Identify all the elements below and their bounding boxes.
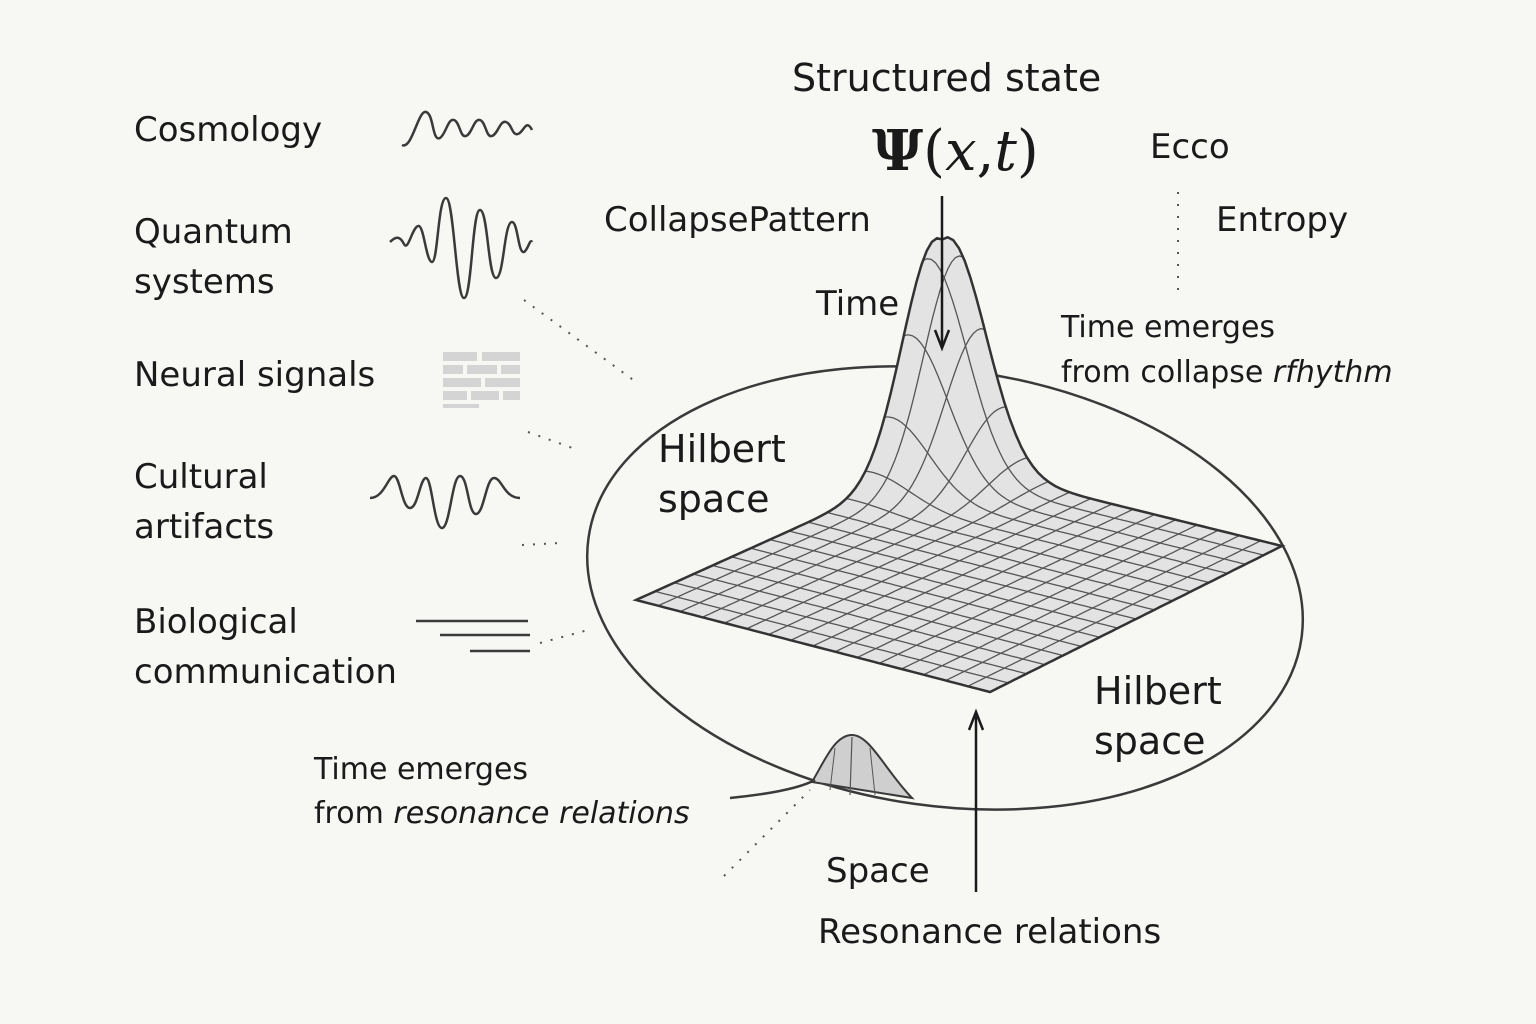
small-bump-gridline: [829, 747, 836, 791]
dotted-connector: [539, 629, 589, 644]
surface-gridline-u: [846, 497, 1191, 593]
domain-neural: Neural signals: [134, 355, 375, 396]
surface-gridline-u: [807, 521, 1155, 611]
dotted-connector: [523, 299, 637, 383]
domain-cultural: Cultural artifacts: [134, 452, 274, 552]
time-arrowhead: [933, 329, 951, 352]
domain-quantum-line1: Quantum: [134, 212, 293, 252]
dotted-connector: [527, 431, 579, 451]
cultural-wave-icon: [369, 474, 521, 530]
small-bump-gridline: [869, 747, 876, 796]
domain-quantum: Quantum systems: [134, 207, 293, 307]
surface-gridline-u: [922, 258, 1264, 556]
surface-gridline-v: [945, 534, 1240, 682]
wavefunction-surface: [632, 235, 1286, 694]
surface-gridline-v: [857, 513, 1155, 659]
small-bump-gridline: [849, 736, 853, 796]
small-collapse-bump: [810, 733, 915, 800]
hilbert-bottom-line2: space: [1094, 719, 1206, 763]
collapse-pattern-label: CollapsePattern: [604, 200, 871, 240]
resonance-note-emphasis: resonance relations: [393, 796, 690, 831]
domain-biological: Biological communication: [134, 597, 397, 697]
domain-quantum-line2: systems: [134, 262, 275, 302]
ecco-label: Ecco: [1150, 127, 1230, 167]
collapse-note-prefix: from collapse: [1061, 355, 1273, 390]
surface-gridline-u: [865, 470, 1210, 584]
surface-gridline-u: [903, 334, 1246, 565]
psi-open-paren: (: [923, 119, 945, 184]
domain-cultural-line2: artifacts: [134, 507, 275, 547]
resonance-note-line2: from resonance relations: [314, 792, 690, 836]
domain-cosmology-label: Cosmology: [134, 110, 323, 150]
domain-cultural-line1: Cultural: [134, 457, 268, 497]
psi-symbol: Ψ: [872, 118, 924, 184]
biological-parallel-lines-icon: [416, 619, 530, 653]
domain-cosmology: Cosmology: [134, 110, 322, 151]
hilbert-top-line1: Hilbert: [658, 427, 786, 471]
resonance-note: Time emerges from resonance relations: [314, 748, 690, 836]
surface-gridline-v: [901, 524, 1198, 670]
surface-gridline-v: [812, 503, 1113, 647]
surface-gridline-v: [879, 519, 1177, 664]
diagram-title: Structured state: [792, 56, 1102, 100]
neural-brick-grid-icon: [443, 352, 520, 408]
space-arrowhead: [967, 708, 985, 731]
psi-x: x: [945, 119, 977, 184]
surface-gridline-v: [967, 540, 1262, 687]
space-label: Space: [826, 851, 930, 891]
entropy-label: Entropy: [1216, 200, 1349, 240]
resonance-curve: [729, 778, 816, 800]
dotted-connector: [521, 542, 561, 546]
hilbert-bottom-line1: Hilbert: [1094, 669, 1222, 713]
hilbert-space-label-top: Hilbert space: [658, 424, 786, 524]
surface-gridline-u: [884, 416, 1228, 575]
psi-close-paren: ): [1016, 119, 1039, 184]
resonance-relations-label: Resonance relations: [818, 912, 1162, 952]
domain-neural-label: Neural signals: [134, 355, 376, 395]
surface-gridline-v: [923, 529, 1219, 676]
resonance-note-line1: Time emerges: [314, 752, 529, 787]
collapse-rhythm-note: Time emerges from collapse rfhythm: [1061, 305, 1393, 395]
cosmology-wave-icon: [401, 110, 534, 147]
hilbert-space-label-bottom: Hilbert space: [1094, 666, 1222, 766]
resonance-note-prefix: from: [314, 796, 394, 831]
surface-border: [632, 235, 1286, 694]
collapse-note-line2: from collapse rfhythm: [1061, 350, 1393, 395]
psi-comma: ,: [976, 119, 995, 184]
domain-biological-line1: Biological: [134, 602, 298, 642]
hilbert-top-line2: space: [658, 477, 770, 521]
quantum-wave-packet-icon: [389, 196, 534, 300]
dotted-connector: [723, 789, 811, 877]
collapse-note-line1: Time emerges: [1061, 310, 1276, 345]
domain-biological-line2: communication: [134, 652, 397, 692]
surface-gridline-u: [827, 511, 1173, 602]
psi-equation: Ψ(x,t): [872, 118, 1039, 184]
surface-gridline-v: [834, 508, 1134, 653]
psi-t: t: [994, 119, 1017, 184]
collapse-note-emphasis: rfhythm: [1272, 355, 1393, 390]
time-label: Time: [816, 284, 900, 324]
